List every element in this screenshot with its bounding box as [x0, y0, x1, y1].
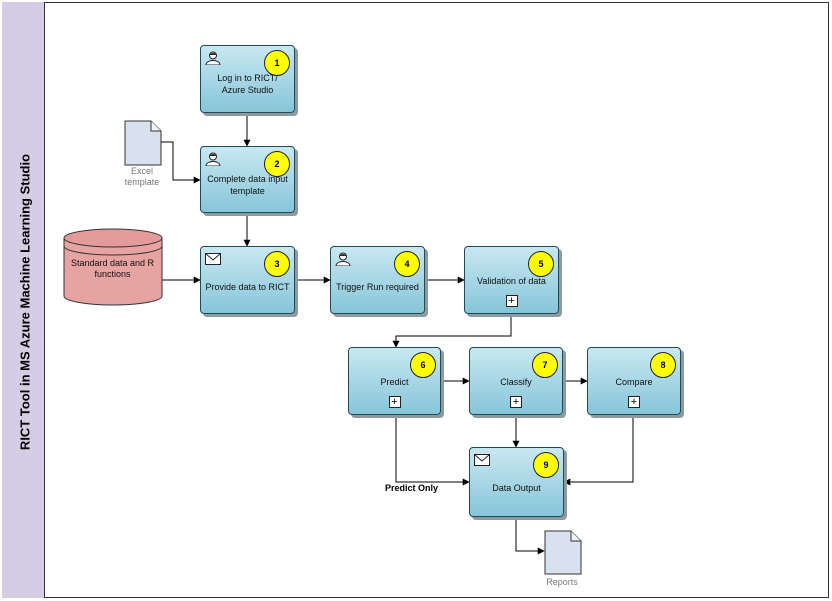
envelope-icon [205, 253, 221, 265]
task-classify[interactable]: 7 Classify + [469, 347, 563, 415]
step-number-badge: 8 [650, 352, 676, 378]
task-compare[interactable]: 8 Compare + [587, 347, 681, 415]
subprocess-plus-icon[interactable]: + [388, 396, 401, 408]
datastore-label: Standard data and R functions [70, 258, 155, 279]
datastore [63, 228, 163, 307]
task-label: Provide data to RICT [205, 282, 290, 292]
reports-document [544, 530, 582, 575]
subprocess-plus-icon[interactable]: + [510, 396, 522, 408]
document-icon [544, 530, 582, 575]
subprocess-plus-icon[interactable]: + [505, 295, 518, 307]
step-number-badge: 4 [394, 251, 420, 277]
flow-excel-2 [161, 141, 201, 184]
task-label: Validation of data [477, 276, 546, 286]
task-validation[interactable]: 5 Validation of data + [464, 246, 559, 314]
user-icon [205, 152, 221, 166]
task-label: Compare [615, 377, 653, 387]
step-number-badge: 7 [532, 352, 558, 378]
reports-label: Reports [546, 577, 578, 587]
task-provide-data[interactable]: 3 Provide data to RICT [200, 246, 295, 314]
task-label: Trigger Run required [336, 282, 419, 292]
flow-label-predict-only: Predict Only [385, 483, 439, 493]
task-predict[interactable]: 6 Predict + [348, 347, 441, 415]
datastore-cylinder-icon [63, 228, 163, 306]
flow-5-6 [392, 314, 512, 348]
step-number-badge: 5 [528, 251, 554, 277]
subprocess-plus-icon[interactable]: + [628, 396, 640, 408]
user-icon [205, 51, 221, 65]
task-label: Log in to RICT/ Azure Studio [217, 73, 278, 95]
step-number-badge: 2 [264, 151, 290, 177]
task-complete-template[interactable]: 2 Complete data input template [200, 146, 295, 213]
task-label: Complete data input template [207, 174, 288, 196]
flow-8-9 [563, 415, 634, 486]
step-number-badge: 3 [264, 251, 290, 277]
document-icon [124, 120, 162, 166]
step-number-badge: 9 [533, 452, 559, 478]
task-label: Data Output [492, 483, 541, 493]
task-data-output[interactable]: 9 Data Output [469, 447, 564, 517]
user-icon [335, 252, 351, 266]
task-login[interactable]: 1 Log in to RICT/ Azure Studio [200, 45, 295, 113]
excel-template-document [124, 120, 162, 166]
task-label: Classify [500, 377, 532, 387]
step-number-badge: 6 [410, 352, 436, 378]
flow-6-9 [395, 415, 470, 486]
task-label: Predict [380, 377, 409, 387]
excel-template-label: Excel template [124, 166, 160, 187]
task-trigger-run[interactable]: 4 Trigger Run required [330, 246, 425, 314]
flow-9-reports [515, 517, 545, 555]
step-number-badge: 1 [264, 50, 290, 76]
envelope-icon [474, 454, 490, 466]
swimlane-header: RICT Tool in MS Azure Machine Learning S… [2, 2, 45, 598]
